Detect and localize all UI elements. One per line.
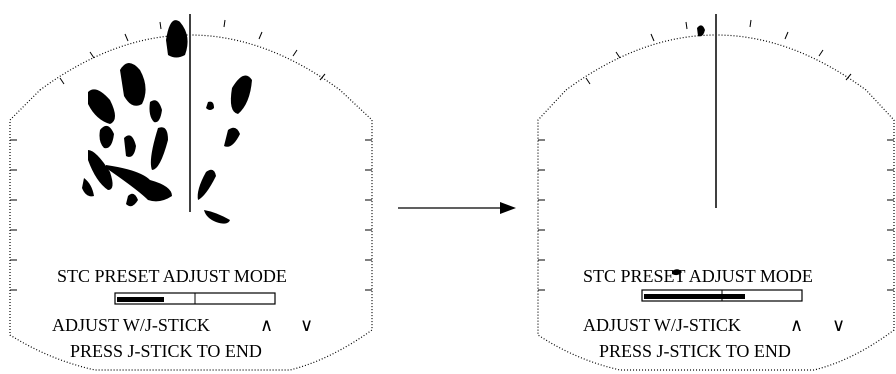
mode-title: STC PRESET ADJUST MODE [57, 266, 287, 286]
echo-clutter [82, 20, 252, 224]
radar-screen-outline [537, 34, 895, 371]
end-instruction: PRESS J-STICK TO END [599, 341, 791, 361]
adjust-instruction: ADJUST W/J-STICK [583, 315, 741, 335]
adjust-instruction: ADJUST W/J-STICK [52, 315, 210, 335]
up-arrow-icon: ∧ [260, 315, 273, 335]
stc-level-fill [644, 294, 745, 299]
stc-level-fill [117, 297, 164, 302]
right-arrow-icon [398, 202, 516, 214]
down-arrow-icon: ∨ [300, 315, 313, 335]
radar-screen-outline [9, 34, 373, 371]
radar-panel-before: STC PRESET ADJUST MODE ADJUST W/J-STICK … [9, 14, 373, 371]
down-arrow-icon: ∨ [832, 315, 845, 335]
range-ticks [10, 19, 372, 291]
end-instruction: PRESS J-STICK TO END [70, 341, 262, 361]
echo-targets [672, 25, 705, 276]
mode-title: STC PRESET ADJUST MODE [583, 266, 813, 286]
range-ticks [538, 19, 894, 291]
radar-panel-after: STC PRESET ADJUST MODE ADJUST W/J-STICK … [537, 14, 895, 371]
up-arrow-icon: ∧ [790, 315, 803, 335]
stc-level-bar [641, 289, 803, 302]
stc-level-bar [114, 292, 276, 305]
